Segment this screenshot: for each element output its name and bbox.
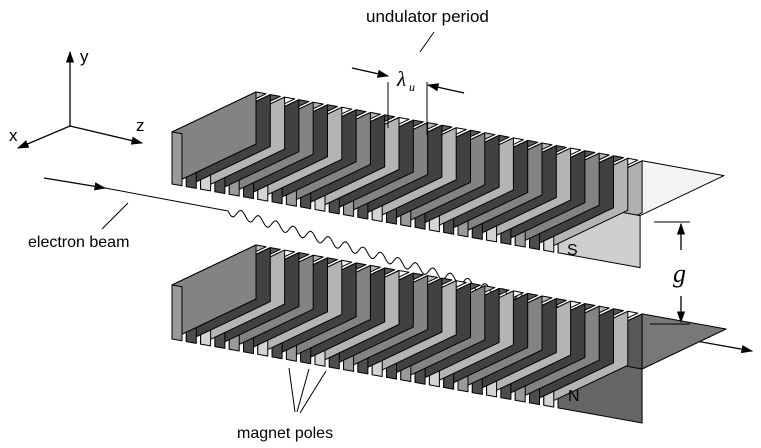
magnet-poles-annotation: magnet poles: [237, 367, 333, 442]
x-axis-line: [16, 125, 71, 149]
beam-entry-arrow: [43, 177, 107, 191]
electron-beam-annotation: electron beam: [28, 202, 129, 251]
z-axis-line: [69, 125, 144, 145]
magnet-pole: [171, 131, 183, 187]
gap-symbol: g: [673, 259, 686, 288]
magnet-poles-label: magnet poles: [237, 425, 333, 442]
undulator-period-annotation: undulator period λ u: [351, 7, 489, 135]
coordinate-axes: y z x: [9, 47, 145, 149]
x-axis-label: x: [9, 126, 18, 145]
beam-straight-segment: [104, 187, 229, 212]
period-arrow-left: [351, 67, 390, 78]
top-magnet-array: [171, 91, 725, 269]
poles-leader-2: [296, 368, 310, 413]
lambda-subscript: u: [409, 80, 415, 94]
gap-annotation: g: [650, 221, 690, 325]
y-axis-label: y: [80, 47, 89, 66]
south-pole-label: S: [567, 242, 578, 259]
magnet-pole: [171, 284, 183, 342]
beam-leader-line: [101, 202, 129, 230]
undulator-period-label: undulator period: [366, 7, 489, 26]
period-leader-line: [419, 31, 435, 53]
lambda-symbol: λ: [396, 67, 406, 91]
poles-leader-3: [299, 370, 327, 414]
period-arrow-right: [426, 83, 465, 94]
z-axis-label: z: [136, 116, 145, 135]
north-pole-label: N: [568, 388, 580, 405]
electron-beam-label: electron beam: [28, 234, 129, 251]
bottom-magnet-array: [171, 244, 727, 424]
poles-leader-1: [288, 367, 296, 413]
